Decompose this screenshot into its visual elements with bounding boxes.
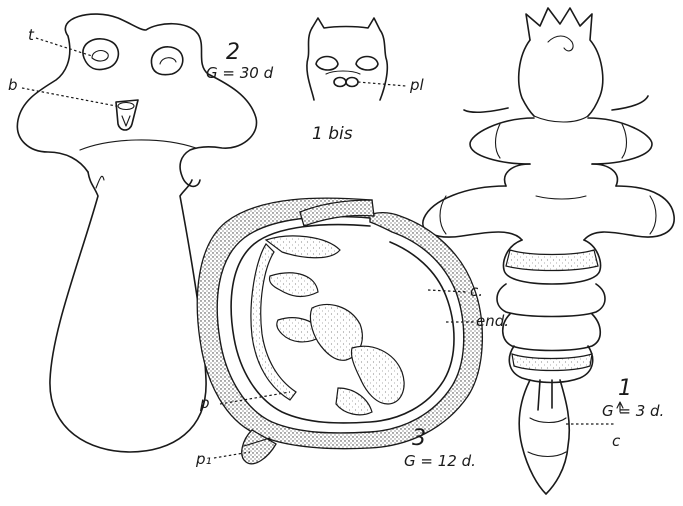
- figure-1bis-embryo: [307, 18, 406, 100]
- figure-3-number: 3: [412, 426, 426, 451]
- figure-3-stage: G = 12 d.: [404, 452, 476, 470]
- label-c-fig1: c: [612, 432, 620, 450]
- label-t: t: [28, 26, 34, 44]
- label-pl: pl: [410, 76, 424, 94]
- figure-2-stage: G = 30 d: [206, 64, 273, 82]
- figure-1-embryo: [423, 8, 674, 494]
- label-p: p: [200, 394, 210, 412]
- figure-3-section: [197, 198, 482, 464]
- figure-1bis-number: 1 bis: [312, 124, 353, 144]
- figure-1-number: 1: [618, 376, 632, 401]
- figure-1-stage: G = 3 d.: [602, 402, 664, 420]
- label-c-fig3: c.: [470, 282, 483, 300]
- label-end: end.: [476, 312, 509, 330]
- label-p1: p₁: [196, 450, 212, 468]
- label-b: b: [8, 76, 18, 94]
- figure-2-number: 2: [226, 40, 240, 65]
